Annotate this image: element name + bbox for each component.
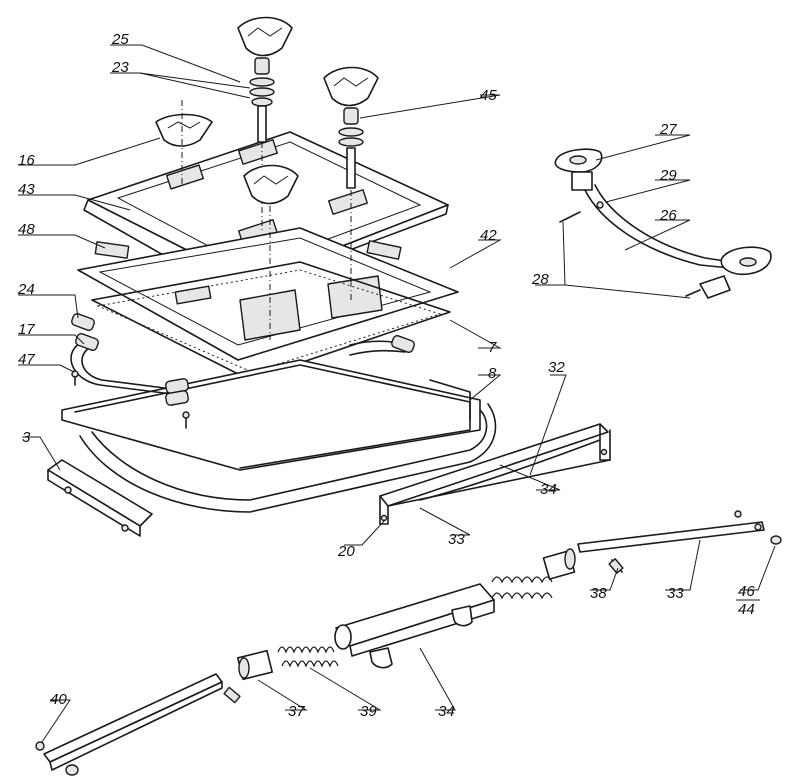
lever-assembly: [554, 148, 772, 299]
callout-24: 24: [17, 281, 35, 298]
callout-40: 40: [50, 691, 67, 708]
callout-29: 29: [659, 167, 677, 184]
seal-gasket: [91, 261, 451, 381]
callout-47: 47: [18, 351, 35, 368]
callout-32: 32: [548, 359, 565, 376]
handle-left: [70, 313, 189, 406]
callout-34b: 34: [438, 703, 455, 720]
inner-frame: [77, 227, 459, 361]
bushing-right: [542, 548, 576, 580]
callout-48: 48: [18, 221, 35, 238]
callout-26: 26: [659, 207, 677, 224]
bracket-assembly: [379, 423, 611, 525]
callout-38: 38: [590, 585, 607, 602]
bushing-37: [236, 649, 274, 681]
callout-33b: 33: [667, 585, 684, 602]
callout-33a: 33: [448, 531, 465, 548]
knob-45-bolt: [323, 66, 379, 300]
callout-43: 43: [18, 181, 35, 198]
base-frame: [61, 359, 497, 513]
callout-45: 45: [480, 87, 497, 104]
callout-3: 3: [22, 429, 31, 446]
callout-labels: 3 7 8 16 17 20 23 24 25 26 27 28 29 32 3…: [17, 31, 760, 720]
spring-right: [491, 576, 553, 600]
knob-25-bolt: [237, 16, 293, 230]
screws: [71, 370, 190, 429]
callout-34a: 34: [540, 481, 557, 498]
callout-7: 7: [488, 339, 497, 356]
callout-44: 44: [738, 601, 755, 618]
callout-25: 25: [111, 31, 129, 48]
callout-37: 37: [288, 703, 305, 720]
hinge-plate: [47, 459, 153, 537]
callout-20: 20: [337, 543, 355, 560]
knob-16: [155, 100, 213, 185]
callout-27: 27: [659, 121, 677, 138]
callout-23: 23: [111, 59, 129, 76]
spring-39: [277, 646, 339, 668]
leader-lines: [18, 44, 776, 743]
callout-46: 46: [738, 583, 755, 600]
callout-17: 17: [18, 321, 35, 338]
callout-16: 16: [18, 152, 35, 169]
callout-39: 39: [360, 703, 377, 720]
hinge-brackets: [94, 240, 402, 260]
handle-right: [349, 335, 415, 356]
tube-assembly: [334, 583, 495, 669]
rod-left: [35, 673, 241, 776]
rod-right: [577, 510, 782, 574]
callout-28: 28: [531, 271, 549, 288]
knob-center: [243, 164, 299, 340]
callout-42: 42: [480, 227, 497, 244]
callout-8: 8: [488, 365, 497, 382]
